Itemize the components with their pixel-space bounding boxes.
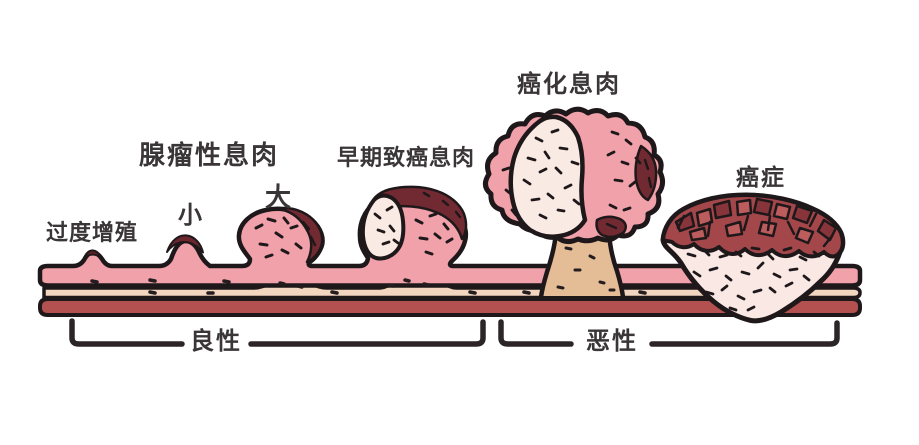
label-malignant: 恶性	[586, 328, 638, 355]
submucosa-speckles	[90, 278, 647, 295]
label-early-cancerous-polyp: 早期致癌息肉	[337, 145, 476, 170]
early-cancerous-polyp-details	[360, 185, 468, 261]
cancerous-polyp-head	[483, 106, 666, 245]
malignant-bracket	[498, 319, 840, 347]
label-hyperplasia: 过度增殖	[46, 220, 139, 245]
label-small: 小	[178, 202, 202, 229]
large-polyp-details	[254, 206, 324, 264]
label-cancer: 癌症	[736, 164, 786, 190]
label-large: 大	[264, 182, 292, 212]
muscle-layer-band	[38, 297, 862, 317]
cancer-mass	[660, 192, 846, 324]
benign-bracket	[69, 318, 486, 347]
villi-cap-hyperplasia	[83, 249, 102, 259]
polyp-stalk	[538, 229, 626, 300]
label-cancerous-polyp: 癌化息肉	[517, 71, 621, 98]
villi-cap-small-polyp	[166, 234, 204, 254]
label-adenomatous-polyp: 腺瘤性息肉	[139, 140, 280, 170]
label-benign: 良性	[190, 328, 242, 355]
